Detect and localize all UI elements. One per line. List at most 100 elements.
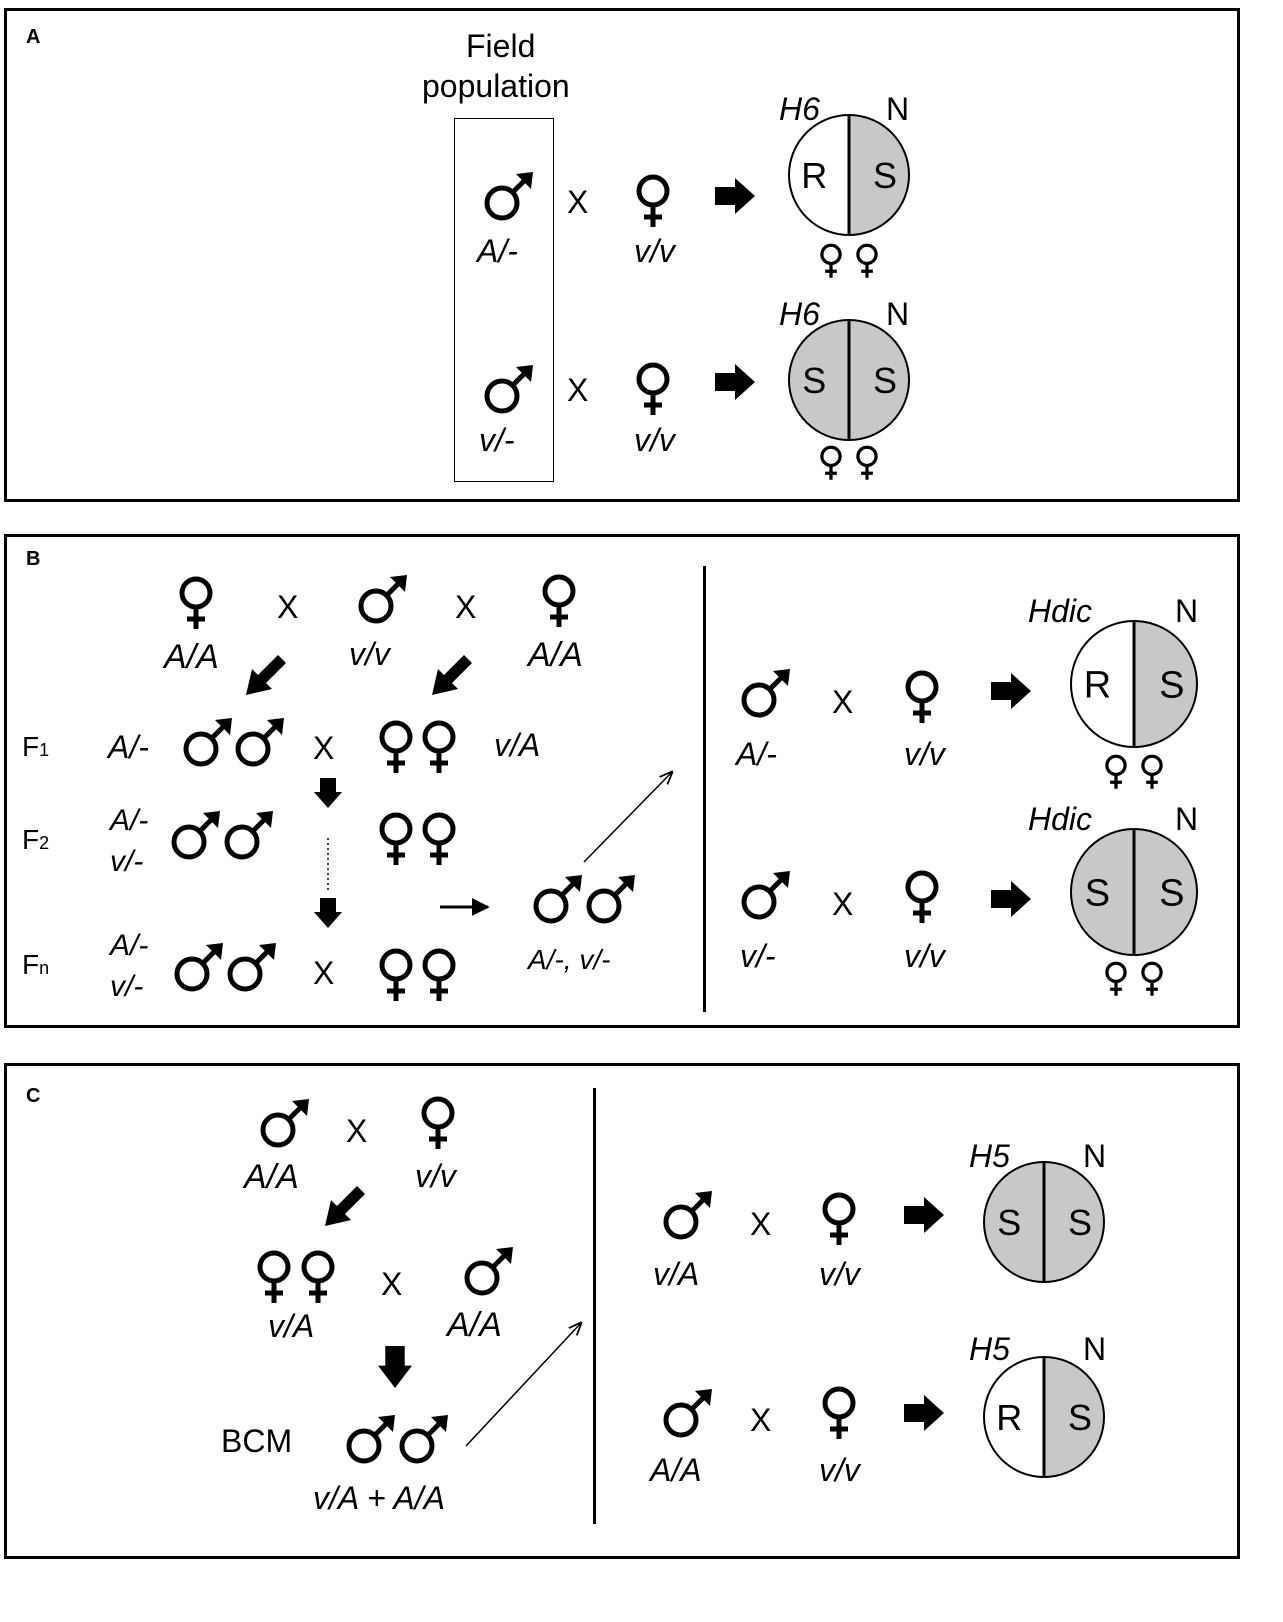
left-half [1071,621,1134,747]
right-phenotype-label: S [873,360,897,401]
cross-symbol: X [750,1206,772,1242]
p-male-genotype: A/A [244,1158,299,1196]
panel-b [4,534,1240,1028]
right-half [1134,621,1197,747]
male-genotype: v/- [479,422,515,458]
cross-symbol: X [832,684,854,720]
bcm-genotype: v/A + A/A [313,1480,445,1516]
f1-female-genotype: v/A [494,727,541,763]
field-population-box [454,118,554,482]
to-testcross-arrow [583,772,672,863]
field-title-line1: Field [466,28,536,64]
panel-b-divider [703,566,706,1012]
fn-male-genotype: v/- [110,970,144,1003]
right-half [1134,829,1197,955]
left-phenotype-label: R [1084,665,1111,707]
female-symbol-icon [820,243,842,280]
line-label: H5 [969,1138,1010,1174]
cross-symbol: X [567,184,589,220]
panel-label-b: B [26,548,41,570]
nuclear-label: N [1083,1138,1107,1174]
right-half [849,115,909,235]
right-phenotype-label: S [1068,1397,1092,1438]
cross-symbol: X [381,1266,403,1302]
female-symbol-icon [1105,754,1127,791]
right-phenotype-label: S [1159,665,1184,707]
right-half [1044,1162,1104,1282]
left-half [789,320,849,440]
female-symbol-icon [856,243,878,280]
female-symbol-icon [856,445,878,482]
cross-symbol: X [313,955,335,991]
f2-male-genotype: A/- [110,804,149,837]
cross-symbol: X [346,1113,368,1149]
p-female-genotype: v/v [415,1158,456,1194]
male-genotype: A/A [650,1452,702,1488]
parent-male-genotype: v/v [349,636,390,672]
female-genotype: v/v [904,736,945,772]
cross-symbol: X [277,589,299,625]
left-half [984,1357,1044,1477]
left-phenotype-label: R [801,155,827,196]
f1-female-genotype: v/A [268,1308,315,1344]
cross-symbol: X [832,886,854,922]
female-genotype: v/v [819,1256,860,1292]
line-label: H6 [779,296,820,332]
right-phenotype-label: S [1159,873,1184,915]
panel-label-c: C [26,1085,41,1107]
panel-c-divider [593,1088,596,1524]
cross-symbol: X [313,730,335,766]
field-title-line2: population [422,68,570,104]
line-label: Hdic [1028,801,1093,837]
female-genotype: v/v [634,233,675,269]
left-half [1071,829,1134,955]
parent-female-genotype: A/A [528,636,583,674]
left-half [789,115,849,235]
male-genotype: v/A [653,1256,700,1292]
to-testcross-arrow [465,1323,581,1447]
right-phenotype-label: S [1068,1202,1092,1243]
bcm-label: BCM [221,1423,293,1459]
parent-female-genotype: A/A [164,638,219,676]
nuclear-label: N [1083,1331,1107,1367]
male-genotype: A/- [736,736,777,772]
line-label: H5 [969,1331,1010,1367]
right-half [849,320,909,440]
cross-symbol: X [567,372,589,408]
left-phenotype-label: S [1085,873,1110,915]
right-half [1044,1357,1104,1477]
male-genotype: v/- [740,938,776,974]
left-phenotype-label: S [802,360,826,401]
line-label: H6 [779,91,820,127]
f1-male-genotype: A/- [108,729,149,765]
selected-male-genotypes: A/-, v/- [528,944,611,975]
nuclear-label: N [886,296,910,332]
nuclear-label: N [886,91,910,127]
generation-label-fn: Fn [22,949,50,980]
female-genotype: v/v [634,422,675,458]
female-symbol-icon [1105,961,1127,998]
panel-c [4,1063,1240,1559]
generation-label-f2: F2 [22,824,50,855]
panel-label-a: A [26,26,41,48]
line-label: Hdic [1028,593,1093,629]
right-phenotype-label: S [873,155,897,196]
nuclear-label: N [1175,593,1199,629]
female-genotype: v/v [819,1452,860,1488]
fn-male-genotype: A/- [110,929,149,962]
male-genotype: A/- [477,233,518,269]
left-phenotype-label: S [997,1202,1021,1243]
generation-label-f1: F1 [22,731,50,762]
cross-symbol: X [455,589,477,625]
bc-male-genotype: A/A [447,1306,502,1344]
female-symbol-icon [820,445,842,482]
female-symbol-icon [1141,961,1163,998]
female-genotype: v/v [904,938,945,974]
nuclear-label: N [1175,801,1199,837]
